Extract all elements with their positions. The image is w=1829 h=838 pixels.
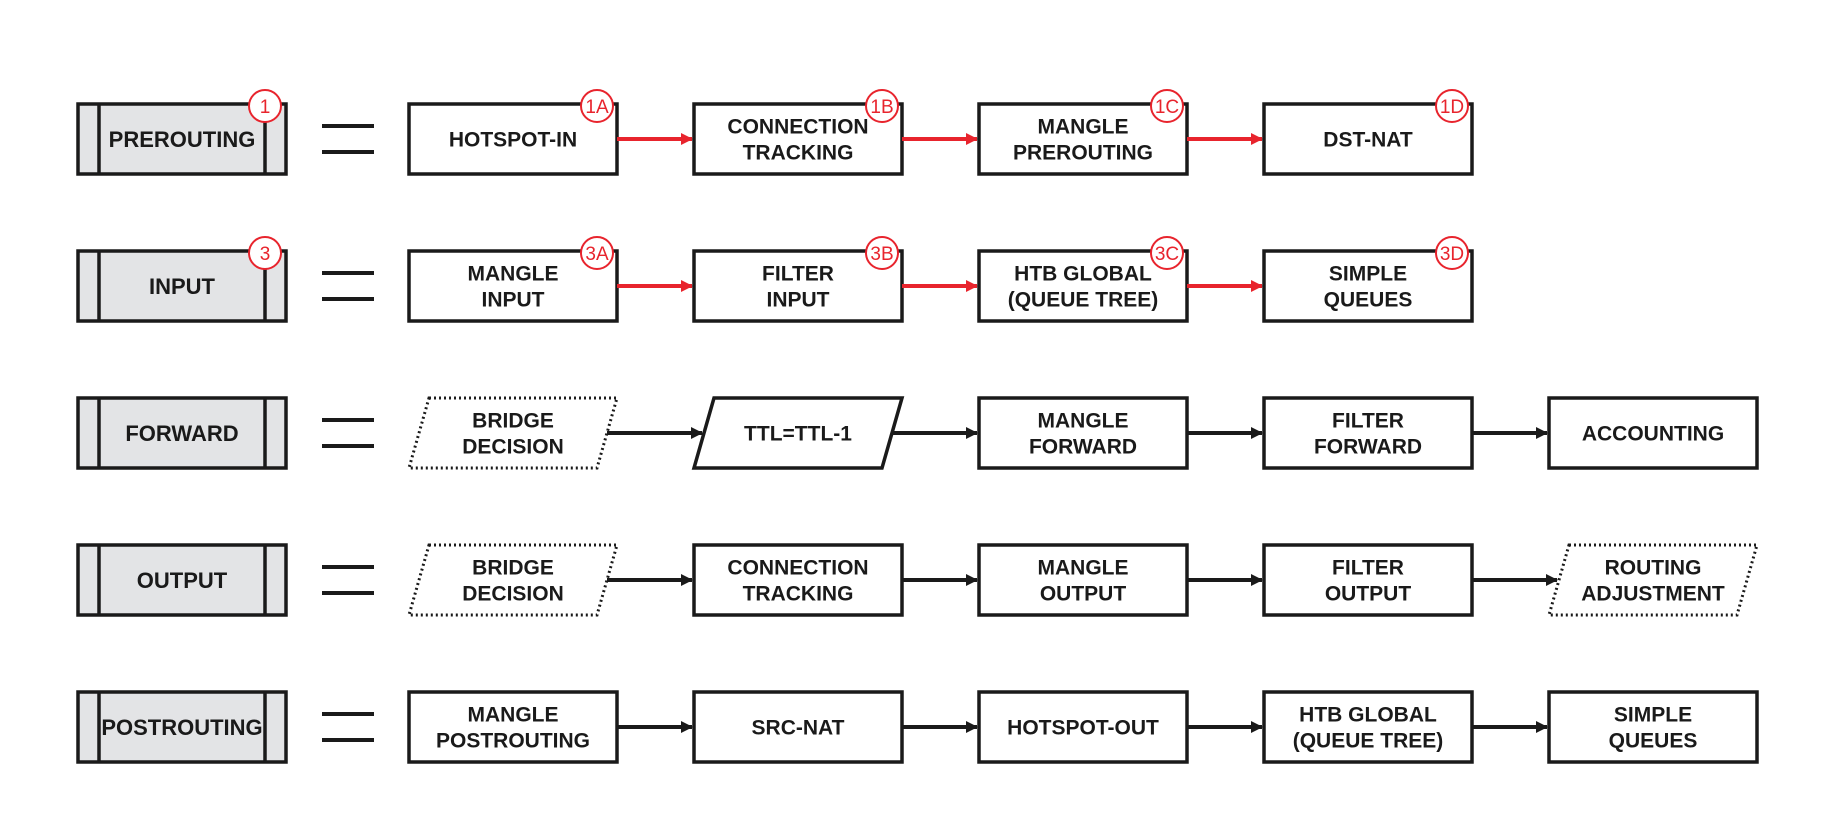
row-postrouting-step-1-label-line-2: POSTROUTING	[436, 730, 590, 753]
row-input-step-3-label-line-2: (QUEUE TREE)	[1008, 289, 1159, 312]
row-forward-step-1-box	[407, 396, 619, 470]
row-postrouting-step-3-label-line-1: HOTSPOT-OUT	[1007, 717, 1159, 740]
row-postrouting-step-2-box	[692, 690, 904, 764]
row-forward-chain-label: FORWARD	[125, 421, 238, 446]
row-prerouting-step-4-badge-circle	[1435, 89, 1469, 123]
row-output-step-5-box	[1547, 543, 1759, 617]
row-input-step-2-badge: 3B	[870, 244, 893, 265]
row-forward-step-2-label-line-1: TTL=TTL-1	[744, 423, 852, 446]
row-output-chain-box	[76, 543, 288, 617]
row-input-step-4-badge-circle	[1435, 236, 1469, 270]
row-prerouting-step-3-badge-circle	[1150, 89, 1184, 123]
row-forward-step-5-box	[1547, 396, 1759, 470]
row-prerouting-step-3-label-line-2: PREROUTING	[1013, 142, 1153, 165]
row-input-step-1-label-line-2: INPUT	[482, 289, 545, 312]
row-input-step-3-badge-circle	[1150, 236, 1184, 270]
row-input-step-1-box	[407, 249, 619, 323]
row-output-step-2-box	[692, 543, 904, 617]
row-input-step-1-badge-circle	[580, 236, 614, 270]
row-forward-step-4-label-line-2: FORWARD	[1314, 436, 1422, 459]
row-output-step-3-box	[977, 543, 1189, 617]
row-forward-step-3-label-line-2: FORWARD	[1029, 436, 1137, 459]
row-output-step-1-label-line-1: BRIDGE	[472, 557, 554, 580]
row-input-step-2-badge-circle	[865, 236, 899, 270]
row-output-step-1-label-line-2: DECISION	[462, 583, 564, 606]
row-forward-step-4-box	[1262, 396, 1474, 470]
row-postrouting-chain-box	[76, 690, 288, 764]
row-output-step-2-label-line-2: TRACKING	[743, 583, 854, 606]
row-output-step-3-label-line-1: MANGLE	[1038, 557, 1129, 580]
row-postrouting-step-2-label-line-1: SRC-NAT	[752, 717, 845, 740]
row-output-step-5-label-line-2: ADJUSTMENT	[1581, 583, 1725, 606]
row-input-chain-badge: 3	[260, 244, 271, 265]
row-prerouting-step-4-label-line-1: DST-NAT	[1323, 129, 1413, 152]
row-output-step-1-box	[407, 543, 619, 617]
row-input-step-3-box	[977, 249, 1189, 323]
row-forward-step-2-box	[691, 396, 905, 470]
row-prerouting-step-1-box	[407, 102, 619, 176]
row-output-step-3-label-line-2: OUTPUT	[1040, 583, 1127, 606]
row-input-step-4-badge: 3D	[1440, 244, 1464, 265]
row-forward-step-5-label-line-1: ACCOUNTING	[1582, 423, 1724, 446]
row-output-chain-label: OUTPUT	[137, 568, 228, 593]
row-postrouting-step-5-label-line-2: QUEUES	[1609, 730, 1698, 753]
row-forward-step-4-label-line-1: FILTER	[1332, 410, 1404, 433]
row-prerouting-step-1-label-line-1: HOTSPOT-IN	[449, 129, 577, 152]
row-forward-step-1-label-line-1: BRIDGE	[472, 410, 554, 433]
row-forward-step-1-label-line-2: DECISION	[462, 436, 564, 459]
row-prerouting-step-4-box	[1262, 102, 1474, 176]
row-input-step-1-label-line-1: MANGLE	[468, 263, 559, 286]
row-postrouting-step-4-label-line-2: (QUEUE TREE)	[1293, 730, 1444, 753]
row-postrouting-step-5-box	[1547, 690, 1759, 764]
row-input-chain-label: INPUT	[149, 274, 216, 299]
row-input-step-2-box	[692, 249, 904, 323]
row-postrouting-step-1-box	[407, 690, 619, 764]
row-prerouting-step-2-badge: 1B	[870, 97, 893, 118]
row-input-step-4-box	[1262, 249, 1474, 323]
row-input-chain-badge-circle	[248, 236, 282, 270]
row-prerouting-step-3-badge: 1C	[1155, 97, 1179, 118]
row-forward-chain-box	[76, 396, 288, 470]
row-input-step-3-badge: 3C	[1155, 244, 1179, 265]
row-output-step-4-label-line-1: FILTER	[1332, 557, 1404, 580]
row-input-step-4-label-line-1: SIMPLE	[1329, 263, 1407, 286]
row-postrouting-step-4-label-line-1: HTB GLOBAL	[1299, 704, 1437, 727]
row-prerouting-step-1-badge-circle	[580, 89, 614, 123]
row-prerouting-step-3-box	[977, 102, 1189, 176]
row-input-step-1-badge: 3A	[585, 244, 609, 265]
row-prerouting-step-4-badge: 1D	[1440, 97, 1464, 118]
row-prerouting-chain-label: PREROUTING	[109, 127, 256, 152]
row-prerouting-step-2-label-line-1: CONNECTION	[727, 116, 868, 139]
row-output-step-5-label-line-1: ROUTING	[1605, 557, 1702, 580]
row-output-step-2-label-line-1: CONNECTION	[727, 557, 868, 580]
row-forward-step-3-label-line-1: MANGLE	[1038, 410, 1129, 433]
row-postrouting-step-3-box	[977, 690, 1189, 764]
row-output-step-4-label-line-2: OUTPUT	[1325, 583, 1412, 606]
row-prerouting-chain-badge: 1	[260, 97, 271, 118]
row-input-step-2-label-line-2: INPUT	[767, 289, 830, 312]
row-postrouting-chain-label: POSTROUTING	[101, 715, 262, 740]
row-input-step-4-label-line-2: QUEUES	[1324, 289, 1413, 312]
row-prerouting-chain-badge-circle	[248, 89, 282, 123]
row-postrouting-step-1-label-line-1: MANGLE	[468, 704, 559, 727]
row-prerouting-step-2-badge-circle	[865, 89, 899, 123]
row-postrouting-step-5-label-line-1: SIMPLE	[1614, 704, 1692, 727]
row-prerouting-step-2-label-line-2: TRACKING	[743, 142, 854, 165]
row-forward-step-3-box	[977, 396, 1189, 470]
row-input-step-3-label-line-1: HTB GLOBAL	[1014, 263, 1152, 286]
row-input-step-2-label-line-1: FILTER	[762, 263, 834, 286]
row-prerouting-step-3-label-line-1: MANGLE	[1038, 116, 1129, 139]
row-prerouting-step-1-badge: 1A	[585, 97, 609, 118]
